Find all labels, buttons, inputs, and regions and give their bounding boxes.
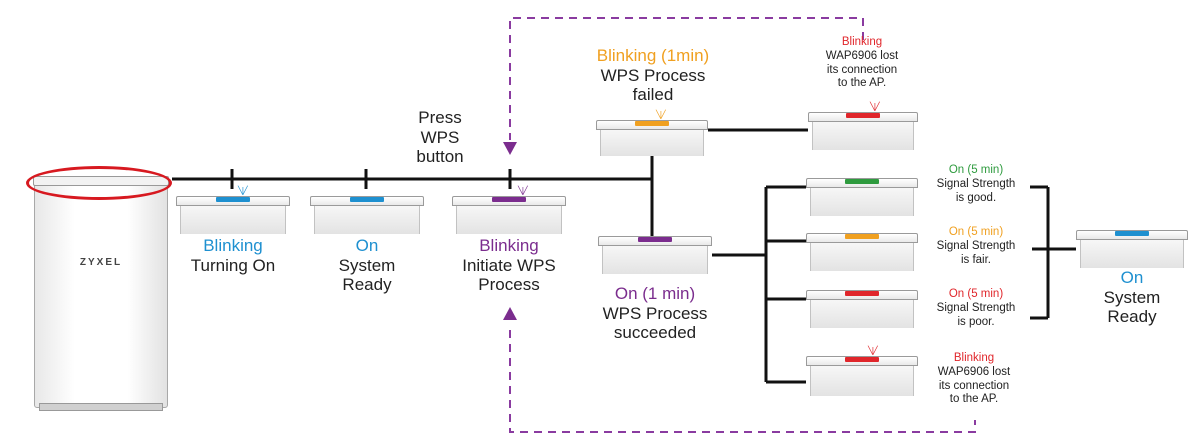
device-system-ready xyxy=(310,196,424,234)
desc-text: Process xyxy=(478,275,540,295)
status-text: Blinking xyxy=(841,36,883,48)
led-blue xyxy=(350,197,384,202)
label-turning-on: Blinking Turning On xyxy=(176,236,290,275)
desc-text: WAP6906 lost xyxy=(937,365,1011,378)
label-press-wps: Press WPS button xyxy=(400,108,480,167)
label-lost-bottom: Blinking WAP6906 lost its connection to … xyxy=(916,352,1032,407)
led-blue xyxy=(216,197,250,202)
status-text: On (5 min) xyxy=(948,226,1004,238)
desc-text: System xyxy=(1103,287,1161,307)
device-turning-on: ╲|╱ xyxy=(176,187,290,234)
device-signal-good xyxy=(806,178,918,216)
desc-text: System xyxy=(338,255,396,275)
label-initiate-wps: Blinking Initiate WPS Process xyxy=(440,236,578,295)
label-final-ready: On System Ready xyxy=(1080,268,1184,327)
led-green xyxy=(845,179,879,184)
label-signal-good: On (5 min) Signal Strength is good. xyxy=(920,164,1032,205)
label-signal-poor: On (5 min) Signal Strength is poor. xyxy=(920,288,1032,329)
led-red xyxy=(845,357,879,362)
desc-text: Signal Strength xyxy=(936,177,1016,190)
press-text: Press xyxy=(418,108,462,127)
label-system-ready: On System Ready xyxy=(310,236,424,295)
device-lost-bottom: ╲|╱ xyxy=(806,347,918,396)
blink-rays-icon: ╲|╱ xyxy=(656,110,666,119)
label-lost-top: Blinking WAP6906 lost its connection to … xyxy=(800,36,924,91)
status-text: Blinking (1min) xyxy=(596,46,710,65)
status-text: On xyxy=(1120,268,1144,287)
desc-text: to the AP. xyxy=(949,393,999,406)
device-lost-top: ╲|╱ xyxy=(808,103,918,150)
desc-text: WPS Process xyxy=(602,303,708,323)
status-text: Blinking xyxy=(479,236,539,255)
desc-text: Signal Strength xyxy=(936,301,1016,314)
device-final-ready xyxy=(1076,230,1188,268)
device-signal-poor xyxy=(806,290,918,328)
led-highlight-ring xyxy=(26,166,172,200)
device-wps-succeeded xyxy=(598,236,712,274)
desc-text: Ready xyxy=(342,275,392,295)
desc-text: Turning On xyxy=(190,255,276,275)
desc-text: failed xyxy=(632,85,674,105)
label-wps-succeeded: On (1 min) WPS Process succeeded xyxy=(580,284,730,343)
desc-text: succeeded xyxy=(613,323,697,343)
led-blue xyxy=(1115,231,1149,236)
desc-text: Signal Strength xyxy=(936,239,1016,252)
led-orange xyxy=(845,234,879,239)
device-initiate-wps: ╲|╱ xyxy=(452,187,566,234)
wap6906-device: ZYXEL xyxy=(33,176,169,411)
device-wps-failed: ╲|╱ xyxy=(596,111,708,156)
desc-text: is poor. xyxy=(957,315,995,328)
led-purple xyxy=(638,237,672,242)
led-red xyxy=(846,113,880,118)
blink-rays-icon: ╲|╱ xyxy=(238,186,248,195)
status-text: On (5 min) xyxy=(948,288,1004,300)
status-text: On xyxy=(355,236,379,255)
status-text: On (1 min) xyxy=(614,284,696,303)
press-text: WPS xyxy=(420,127,460,147)
status-text: Blinking xyxy=(953,352,995,364)
desc-text: WPS Process xyxy=(600,65,706,85)
desc-text: is good. xyxy=(955,191,997,204)
desc-text: its connection xyxy=(938,379,1010,392)
led-orange xyxy=(635,121,669,126)
status-text: Blinking xyxy=(203,236,263,255)
blink-rays-icon: ╲|╱ xyxy=(868,346,878,355)
zyxel-logo: ZYXEL xyxy=(79,257,123,268)
led-red xyxy=(845,291,879,296)
desc-text: its connection xyxy=(826,63,898,76)
press-text: button xyxy=(416,147,464,167)
blink-rays-icon: ╲|╱ xyxy=(518,186,528,195)
label-wps-failed: Blinking (1min) WPS Process failed xyxy=(578,46,728,105)
blink-rays-icon: ╲|╱ xyxy=(870,102,880,111)
desc-text: Ready xyxy=(1107,307,1157,327)
desc-text: Initiate WPS xyxy=(462,255,556,275)
device-signal-fair xyxy=(806,233,918,271)
desc-text: is fair. xyxy=(960,253,992,266)
label-signal-fair: On (5 min) Signal Strength is fair. xyxy=(920,226,1032,267)
device-base xyxy=(39,403,163,411)
status-text: On (5 min) xyxy=(948,164,1004,176)
led-purple xyxy=(492,197,526,202)
desc-text: to the AP. xyxy=(837,77,887,90)
desc-text: WAP6906 lost xyxy=(825,49,899,62)
